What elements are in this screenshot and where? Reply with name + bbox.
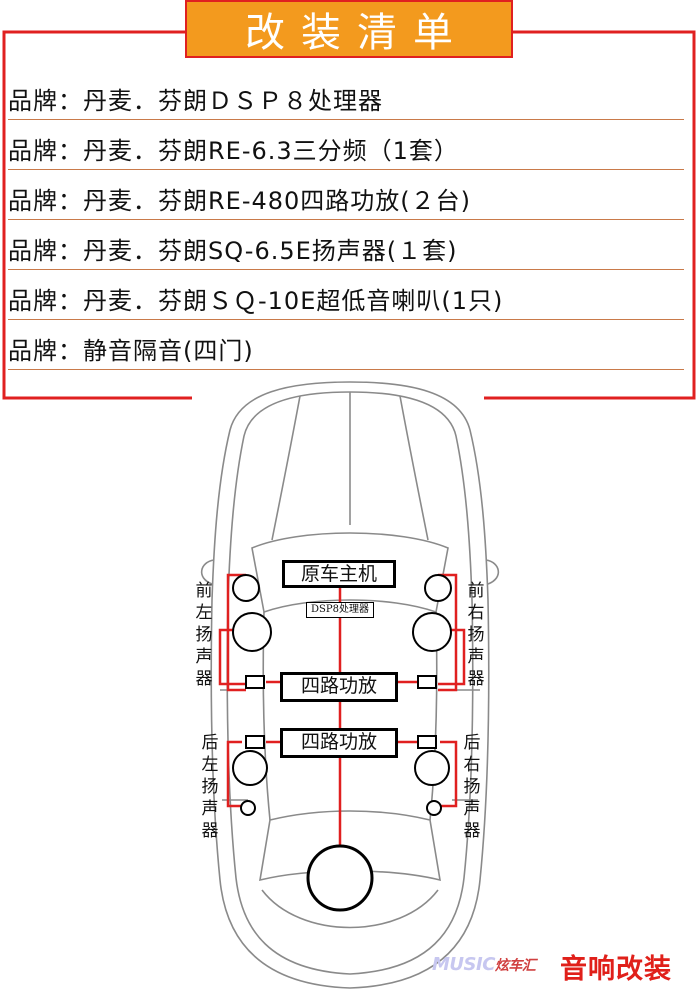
front-left-woofer	[232, 612, 272, 652]
title-banner: 改装清单	[185, 0, 513, 58]
rear-right-speaker-label: 后右扬声器	[463, 733, 481, 841]
dsp-label: DSP8处理器	[311, 604, 369, 615]
rear-right-crossover	[417, 735, 437, 749]
page-title: 改装清单	[245, 10, 469, 56]
rear-amp-box: 四路功放	[280, 728, 398, 758]
brand-title: 音响改装	[560, 954, 672, 985]
rear-amp-label: 四路功放	[300, 731, 377, 753]
head-unit-box: 原车主机	[282, 560, 396, 588]
subwoofer	[306, 844, 374, 912]
front-amp-label: 四路功放	[300, 675, 377, 697]
list-item: 品牌：丹麦．芬朗SQ-6.5E扬声器(１套)	[8, 220, 684, 270]
front-right-crossover	[417, 675, 437, 689]
dsp-box: DSP8处理器	[306, 602, 374, 618]
head-unit-label: 原车主机	[300, 563, 377, 585]
list-item: 品牌：丹麦．芬朗ＤＳＰ８处理器	[8, 70, 684, 120]
front-amp-box: 四路功放	[280, 672, 398, 702]
front-left-tweeter	[232, 574, 260, 602]
list-item: 品牌：丹麦．芬朗RE-6.3三分频（1套）	[8, 120, 684, 170]
rear-left-speaker-label: 后左扬声器	[201, 733, 219, 841]
front-right-speaker-label: 前右扬声器	[467, 581, 485, 689]
brand-watermark: MUSIC炫车汇 音响改装	[432, 946, 694, 985]
front-left-crossover	[245, 675, 265, 689]
list-item: 品牌：丹麦．芬朗RE-480四路功放(２台)	[8, 170, 684, 220]
speakers	[232, 574, 452, 912]
list-item: 品牌：丹麦．芬朗ＳＱ-10E超低音喇叭(1只)	[8, 270, 684, 320]
brand-latin: MUSIC炫车汇	[432, 954, 536, 975]
parts-list: 品牌：丹麦．芬朗ＤＳＰ８处理器 品牌：丹麦．芬朗RE-6.3三分频（1套） 品牌…	[8, 70, 684, 370]
rear-left-crossover	[245, 735, 265, 749]
rear-right-woofer	[414, 750, 450, 786]
rear-right-tweeter	[426, 800, 442, 816]
rear-left-tweeter	[240, 800, 256, 816]
front-right-tweeter	[424, 574, 452, 602]
rear-left-woofer	[232, 750, 268, 786]
list-item: 品牌：静音隔音(四门)	[8, 320, 684, 370]
front-right-woofer	[412, 612, 452, 652]
front-left-speaker-label: 前左扬声器	[195, 581, 213, 689]
